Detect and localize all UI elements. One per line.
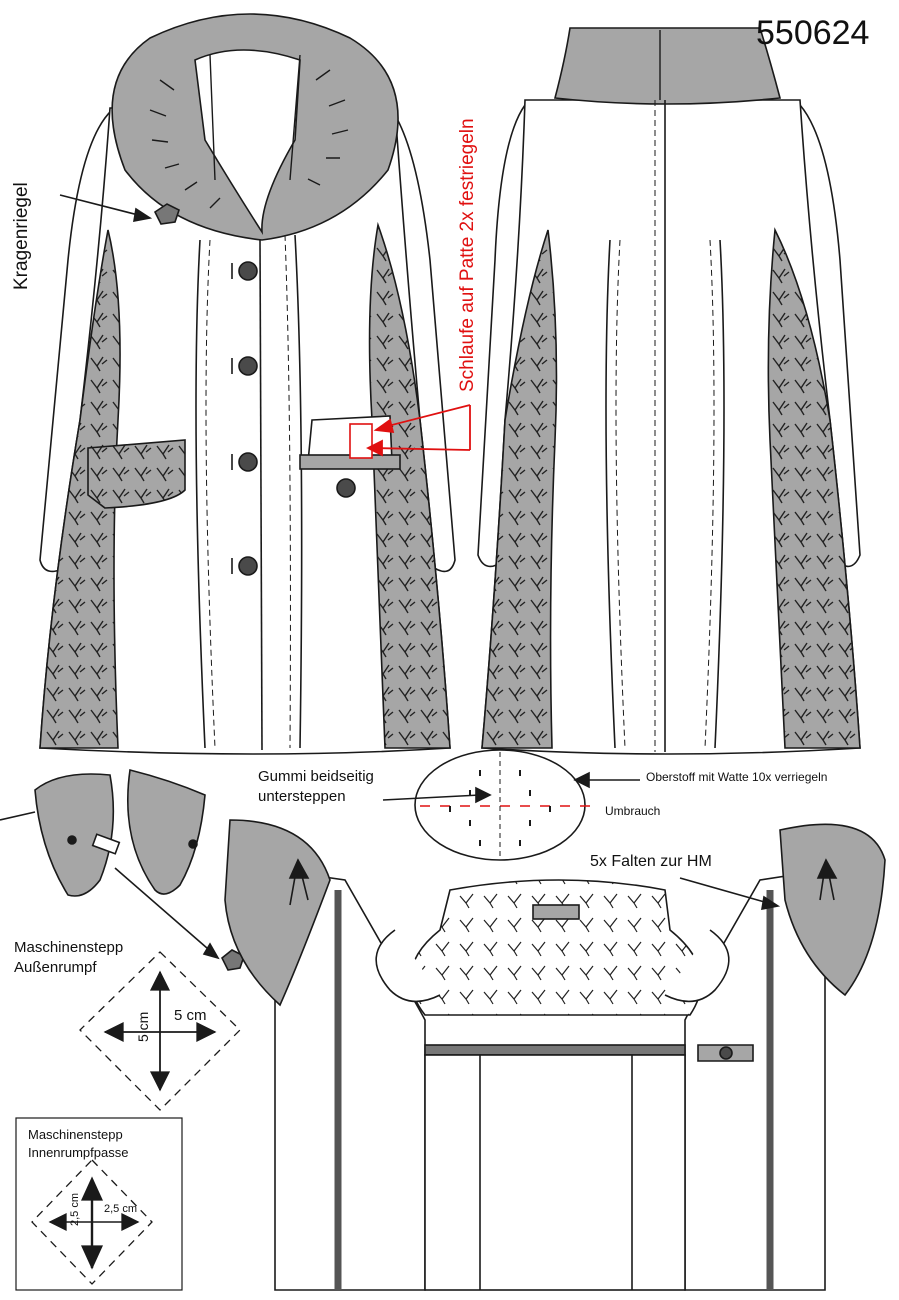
maschinenstepp-innen-line1: Maschinenstepp [28,1127,123,1142]
front-right-sleeve [391,107,456,573]
gummi-label-line2: untersteppen [258,788,346,805]
schlaufe-label: Schlaufe auf Patte 2x festriegeln [457,118,478,392]
maschinenstepp-aussen-line2: Außenrumpf [14,959,97,976]
front-right-quilt-panel [368,221,451,749]
red-annotation-arrows [365,404,471,457]
maschinenstepp-aussen-line1: Maschinenstepp [14,939,124,956]
sleeve-pieces [0,769,245,971]
dim-5cm-horizontal: 5 cm [174,1007,207,1024]
falten-label: 5x Falten zur HM [590,853,712,870]
back-collar [553,27,782,105]
dim-25cm-vertical: 2,5 cm [69,1192,81,1226]
stitch-diagram-outer [79,951,241,1111]
maschinenstepp-innen-label: Maschinenstepp Innenrumpfpasse [28,1126,128,1162]
umbrauch-label: Umbrauch [605,804,661,818]
back-body [481,99,861,755]
gummi-label-line1: Gummi beidseitig [258,768,374,785]
stitch-diagram-inner [31,1159,153,1285]
kragenriegel-label: Kragenriegel [11,182,32,290]
dim-5cm-vertical: 5 cm [135,1011,151,1042]
dim-25cm-horizontal: 2,5 cm [104,1203,138,1215]
back-view [477,27,861,755]
front-pocket-flap-left [87,439,186,509]
front-view [39,13,456,755]
maschinenstepp-innen-line2: Innenrumpfpasse [28,1145,129,1160]
stitch-box-inner [15,1117,183,1291]
oberstoff-label: Oberstoff mit Watte 10x verriegeln [646,770,828,784]
oval-detail [382,749,640,861]
lining-view [224,819,886,1291]
model-number: 550624 [756,14,870,52]
front-left-quilt-panel [39,229,121,749]
